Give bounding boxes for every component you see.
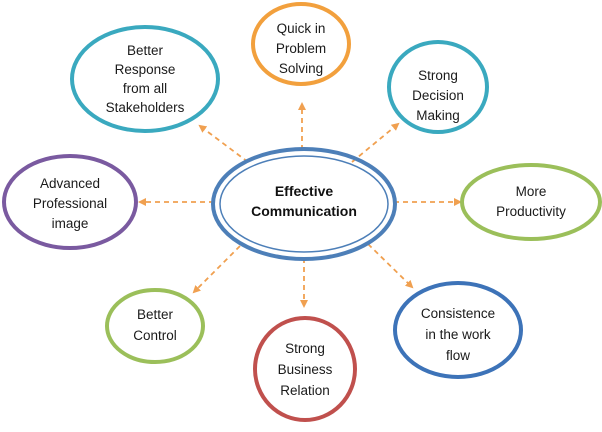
- node-quick-problem-solving-line-3: Solving: [279, 61, 323, 76]
- center-label-line-2: Communication: [251, 203, 357, 219]
- node-quick-problem-solving: Quick in Problem Solving: [251, 2, 351, 86]
- node-better-control-shape: [105, 288, 205, 364]
- node-consistence-work-flow-line-2: in the work: [425, 327, 491, 342]
- arrow-to-consistence-work-flow: [367, 243, 414, 289]
- node-advanced-professional-image-shape: [2, 154, 138, 250]
- node-better-control-line-2: Control: [133, 328, 177, 343]
- arrow-to-strong-decision-making: [351, 122, 400, 163]
- node-more-productivity: More Productivity: [460, 163, 602, 241]
- node-consistence-work-flow-line-1: Consistence: [421, 306, 495, 321]
- node-strong-business-relation-line-1: Strong: [285, 341, 325, 356]
- node-more-productivity-line-1: More: [516, 184, 547, 199]
- node-strong-business-relation: Strong Business Relation: [253, 316, 357, 422]
- center-node: Effective Communication: [211, 147, 397, 261]
- node-advanced-professional-image: Advanced Professional image: [2, 154, 138, 250]
- node-better-response: Better Response from all Stakeholders: [70, 25, 220, 133]
- node-better-response-shape: [70, 25, 220, 133]
- node-strong-decision-making-line-2: Decision: [412, 88, 464, 103]
- node-advanced-professional-image-line-1: Advanced: [40, 176, 100, 191]
- node-more-productivity-shape: [460, 163, 602, 241]
- node-better-response-line-3: from all: [123, 81, 167, 96]
- node-strong-decision-making-line-3: Making: [416, 108, 460, 123]
- arrow-group: [138, 102, 462, 308]
- node-strong-business-relation-line-2: Business: [278, 362, 333, 377]
- node-strong-business-relation-line-3: Relation: [280, 383, 330, 398]
- node-consistence-work-flow-shape: [393, 281, 523, 379]
- node-strong-business-relation-shape: [253, 316, 357, 422]
- node-strong-decision-making-line-1: Strong: [418, 68, 458, 83]
- center-inner-ring: [219, 155, 389, 253]
- node-better-response-line-2: Response: [115, 62, 176, 77]
- node-advanced-professional-image-line-3: image: [52, 216, 89, 231]
- node-more-productivity-line-2: Productivity: [496, 204, 566, 219]
- arrow-to-better-control: [192, 245, 241, 294]
- node-quick-problem-solving-line-2: Problem: [276, 41, 326, 56]
- node-strong-decision-making: Strong Decision Making: [387, 40, 489, 134]
- node-better-control: Better Control: [105, 288, 205, 364]
- node-quick-problem-solving-line-1: Quick in: [277, 21, 326, 36]
- center-label-line-1: Effective: [275, 183, 334, 199]
- node-better-response-line-1: Better: [127, 43, 164, 58]
- node-better-control-line-1: Better: [137, 307, 174, 322]
- node-advanced-professional-image-line-2: Professional: [33, 196, 107, 211]
- node-better-response-line-4: Stakeholders: [106, 100, 185, 115]
- arrow-to-better-response: [198, 124, 249, 163]
- center-outer-ring: [211, 147, 397, 261]
- node-quick-problem-solving-shape: [251, 2, 351, 86]
- node-consistence-work-flow: Consistence in the work flow: [393, 281, 523, 379]
- node-strong-decision-making-shape: [387, 40, 489, 134]
- node-consistence-work-flow-line-3: flow: [446, 348, 470, 363]
